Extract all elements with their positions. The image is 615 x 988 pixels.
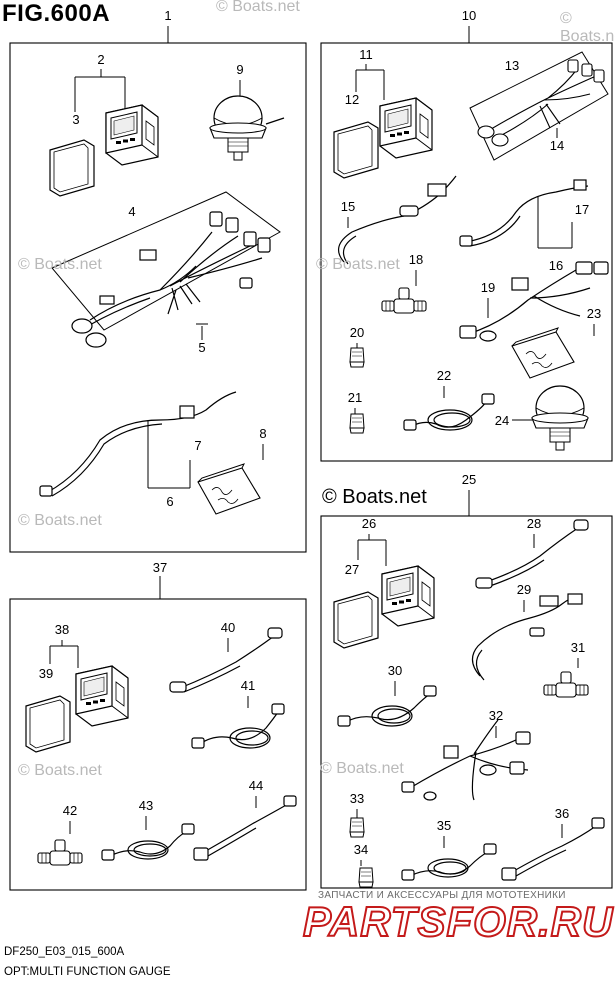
watermark: © Boats.net [18, 512, 102, 529]
harness-32 [401, 719, 531, 801]
watermark: © Boats.net [316, 256, 400, 273]
tee-connector-31 [543, 671, 589, 698]
callout-11: 11 [359, 47, 373, 62]
callout-24: 24 [495, 413, 509, 428]
extension-harness-16 [459, 179, 589, 247]
callout-17: 17 [575, 202, 589, 217]
figure-caption: OPT:MULTI FUNCTION GAUGE [4, 966, 171, 978]
wiring-harness-4 [71, 211, 271, 348]
watermark: © Boats.net [560, 10, 615, 45]
tee-connector-18 [381, 287, 427, 314]
callout-16: 16 [549, 258, 563, 273]
multi-function-gauge-38 [75, 665, 129, 727]
callout-28: 28 [527, 516, 541, 531]
callout-10: 10 [462, 8, 476, 23]
callout-31: 31 [571, 640, 585, 655]
parts-bag-8 [197, 463, 261, 515]
terminator-34 [358, 867, 374, 888]
drop-cable-35 [401, 843, 497, 881]
wiring-harness-13 [477, 59, 605, 147]
callout-38: 38 [55, 622, 69, 637]
callout-4: 4 [128, 204, 135, 219]
gauge-cover-27 [333, 591, 379, 649]
extension-harness-6 [39, 391, 237, 497]
cable-40 [169, 627, 283, 693]
terminator-20 [349, 347, 365, 368]
tee-connector-42 [37, 839, 83, 866]
callout-39: 39 [39, 666, 53, 681]
watermark: © Boats.net [18, 256, 102, 273]
callout-9: 9 [236, 62, 243, 77]
gauge-cover-3 [49, 139, 95, 197]
callout-34: 34 [354, 842, 368, 857]
multi-function-gauge-26 [381, 565, 435, 627]
callout-25: 25 [462, 472, 476, 487]
callout-22: 22 [437, 368, 451, 383]
callout-13: 13 [505, 58, 519, 73]
watermark-main: © Boats.net [322, 486, 427, 508]
callout-40: 40 [221, 620, 235, 635]
callout-14: 14 [550, 138, 564, 153]
callout-30: 30 [388, 663, 402, 678]
parts-bag-23 [511, 327, 575, 379]
shop-logo: PARTSFOR.RU [302, 897, 614, 946]
callout-7: 7 [194, 438, 201, 453]
callout-21: 21 [348, 390, 362, 405]
callout-35: 35 [437, 818, 451, 833]
drop-cable-43 [101, 823, 195, 861]
callout-37: 37 [153, 560, 167, 575]
drawing-code: DF250_E03_015_600A [4, 946, 125, 958]
watermark: © Boats.net [18, 762, 102, 779]
group-box-37: 37 38 39 40 41 42 43 [9, 560, 307, 891]
callout-2: 2 [97, 52, 104, 67]
drop-cable-30 [337, 685, 437, 727]
callout-41: 41 [241, 678, 255, 693]
callout-42: 42 [63, 803, 77, 818]
callout-12: 12 [345, 92, 359, 107]
group-box-25: 25 26 27 28 29 30 [320, 472, 613, 889]
sensor-24 [531, 385, 589, 451]
callout-29: 29 [517, 582, 531, 597]
gauge-cover-12 [333, 121, 379, 179]
cable-29 [471, 593, 583, 681]
callout-32: 32 [489, 708, 503, 723]
callout-26: 26 [362, 516, 376, 531]
terminator-33 [349, 817, 365, 838]
callout-3: 3 [72, 112, 79, 127]
drop-cable-41 [191, 703, 285, 749]
watermark: © Boats.net [320, 760, 404, 777]
callout-18: 18 [409, 252, 423, 267]
multi-function-gauge-11 [379, 97, 433, 159]
cable-36 [501, 817, 605, 881]
group-box-1: 1 2 3 9 4 5 [9, 8, 307, 553]
drop-cable-22 [403, 393, 495, 431]
callout-8: 8 [259, 426, 266, 441]
cable-15 [337, 175, 457, 265]
callout-20: 20 [350, 325, 364, 340]
callout-6: 6 [166, 494, 173, 509]
callout-23: 23 [587, 306, 601, 321]
sensor-9 [209, 95, 267, 161]
shop-tagline: ЗАПЧАСТИ И АКСЕССУАРЫ ДЛЯ МОТОТЕХНИКИ [318, 890, 566, 901]
callout-27: 27 [345, 562, 359, 577]
cable-28 [475, 519, 589, 589]
callout-1: 1 [164, 8, 171, 23]
callout-19: 19 [481, 280, 495, 295]
callout-44: 44 [249, 778, 263, 793]
cable-44 [193, 795, 297, 861]
watermark: © Boats.net [216, 0, 300, 15]
harness-19 [459, 261, 609, 342]
callout-15: 15 [341, 199, 355, 214]
callout-36: 36 [555, 806, 569, 821]
group-box-10: 10 11 12 13 14 15 17 [320, 8, 613, 462]
terminator-21 [349, 413, 365, 434]
callout-33: 33 [350, 791, 364, 806]
multi-function-gauge-2 [105, 104, 159, 166]
gauge-cover-39 [25, 695, 71, 753]
callout-43: 43 [139, 798, 153, 813]
callout-5: 5 [198, 340, 205, 355]
figure-title: FIG.600A [2, 0, 111, 27]
